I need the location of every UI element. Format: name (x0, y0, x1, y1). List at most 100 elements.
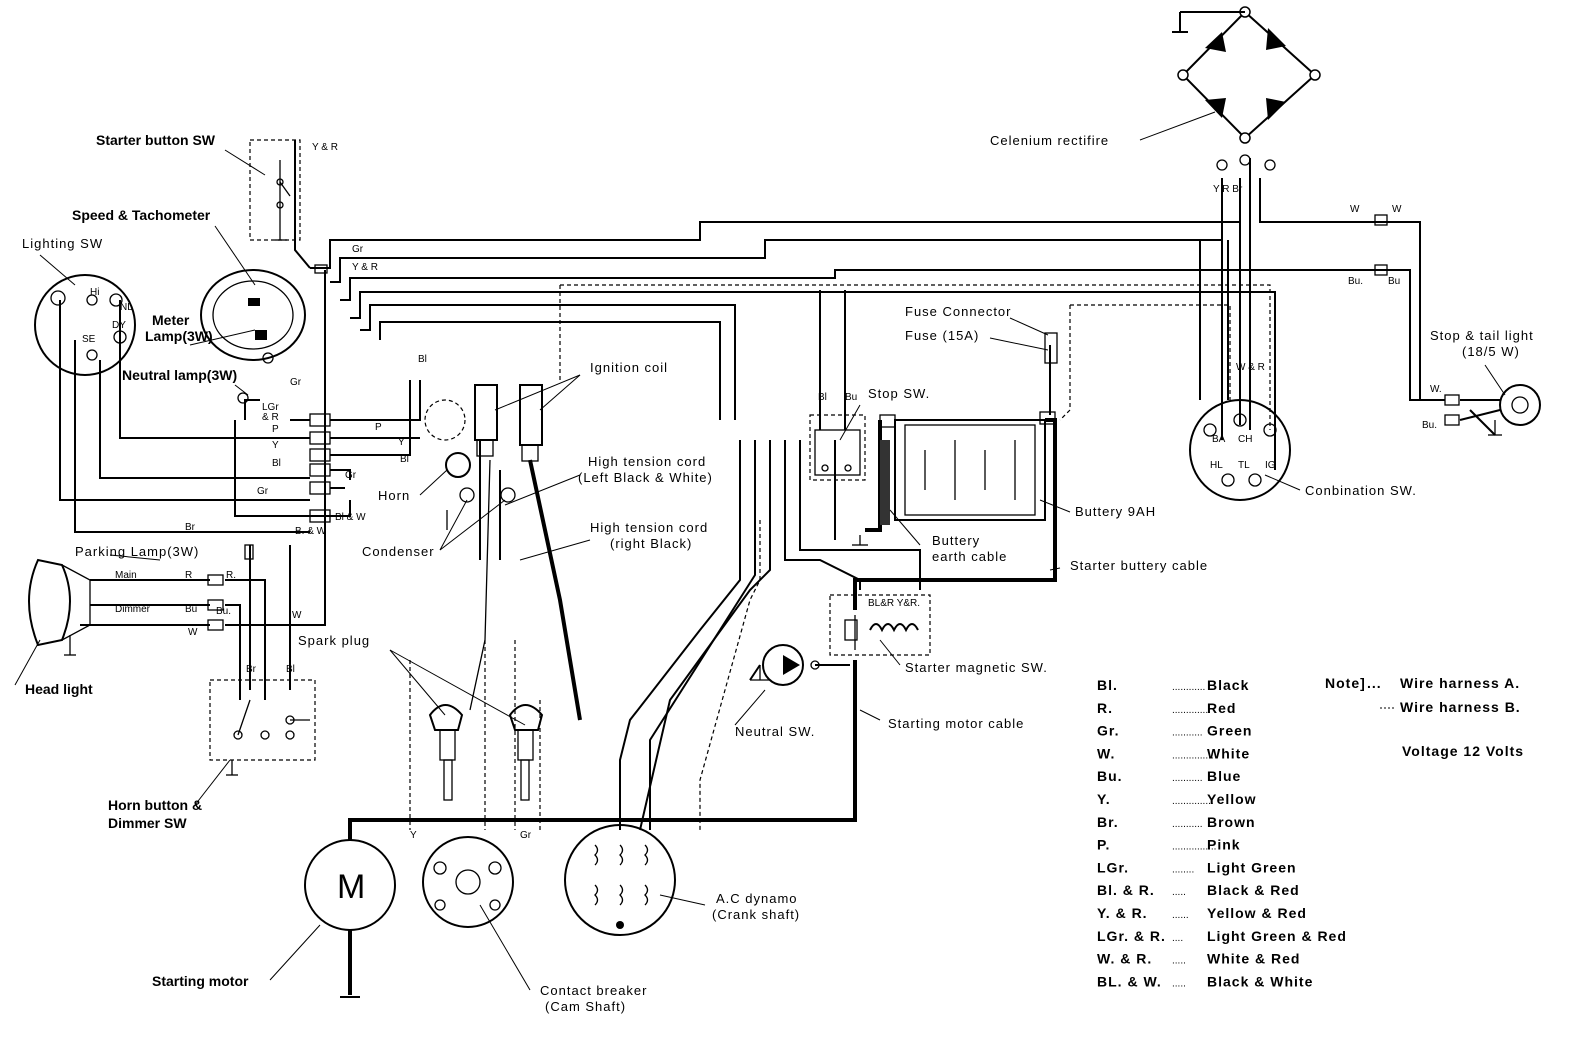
wire-ig: IG (1265, 460, 1276, 471)
wire-hi: Hi (90, 287, 99, 298)
neutral-switch-symbol (750, 644, 820, 686)
label-horn: Horn (378, 488, 410, 503)
wire-y: Y (272, 440, 279, 451)
wire-gr-mid: Gr (345, 470, 357, 481)
wire-bu-tail: Bu. (1422, 420, 1437, 431)
legend-code: Br. (1097, 814, 1119, 830)
legend-dots: ........... (1172, 728, 1203, 739)
label-selenium: Celenium rectifire (990, 133, 1109, 148)
wire-blw: Bl & W (335, 512, 366, 523)
label-meter-lamp-2: Lamp(3W) (145, 328, 213, 344)
tail-light-symbol (1374, 214, 1541, 436)
legend-code: Bu. (1097, 768, 1123, 784)
legend-color-name: White (1207, 745, 1250, 761)
wire-br-low: Br (246, 664, 257, 675)
legend-dots: ........ (1172, 864, 1194, 875)
contact-breaker-symbol (422, 836, 514, 928)
label-speed-tacho: Speed & Tachometer (72, 207, 211, 223)
label-starter-button: Starter button SW (96, 132, 216, 148)
lighting-switch-symbol (34, 274, 136, 376)
callout-pointers (14, 111, 1506, 991)
wire-se: SE (82, 334, 96, 345)
label-horn-dimmer: Horn button & Dimmer SW (108, 797, 206, 831)
label-contact-breaker: Contact breaker (Cam Shaft) (540, 983, 652, 1014)
note-label: Note] (1325, 675, 1366, 691)
wire-bu-dot: Bu. (216, 606, 231, 617)
legend-code: BL. & W. (1097, 973, 1162, 989)
wire-w-r: W & R (1236, 362, 1265, 373)
wire-gr-meter: Gr (290, 377, 302, 388)
wire-p: P (272, 424, 279, 435)
legend-dots: ............... (1172, 796, 1214, 807)
wire-w-left: W (188, 627, 198, 638)
wire-ch: CH (1238, 434, 1252, 445)
notes: Note] ... Wire harness A. Wire harness B… (1325, 675, 1523, 759)
label-starter-magnetic: Starter magnetic SW. (905, 660, 1048, 675)
legend-dots: .... (1172, 933, 1183, 944)
wire-bu-stop: Bu (845, 392, 857, 403)
label-contact-breaker-2: (Cam Shaft) (545, 999, 626, 1014)
wire-b-w: B. & W (295, 526, 327, 537)
legend-code: W. & R. (1097, 951, 1152, 967)
ignition-coil-symbol (474, 384, 543, 462)
wire-bl2: Bl (272, 458, 281, 469)
label-starting-motor: Starting motor (152, 973, 249, 989)
label-high-tension-rb: High tension cord (right Black) (590, 520, 713, 551)
legend-code: Bl. & R. (1097, 882, 1155, 898)
stop-switch-symbol (814, 429, 868, 546)
left-connectors (207, 264, 331, 631)
wire-main: Main (115, 570, 137, 581)
wire-ba: BA (1212, 434, 1226, 445)
label-stop-tail-2: (18/5 W) (1462, 344, 1520, 359)
label-fuse-connector: Fuse Connector (905, 304, 1012, 319)
wire-w-top2: W (1392, 204, 1402, 215)
wire-y-r-br: Y R Br (1213, 184, 1243, 195)
label-lighting-sw: Lighting SW (22, 236, 103, 251)
label-high-tension-lw-2: (Left Black & White) (578, 470, 713, 485)
legend-color-name: Brown (1207, 814, 1256, 830)
wire-gr: Gr (352, 244, 364, 255)
label-meter-lamp-1: Meter (152, 312, 190, 328)
legend-color-name: White & Red (1207, 951, 1300, 967)
legend-color-name: Black (1207, 677, 1249, 693)
speed-tachometer-symbol (200, 269, 306, 404)
label-horn-dimmer-1: Horn button & (108, 797, 202, 813)
label-ignition-coil: Ignition coil (590, 360, 668, 375)
legend-color-name: Yellow (1207, 791, 1257, 807)
wire-yr-top: Y & R (312, 142, 338, 153)
label-spark-plug: Spark plug (298, 633, 370, 648)
horn-dimmer-switch-symbol (226, 544, 310, 776)
wire-gr-bottom: Gr (520, 830, 532, 841)
wire-w-top1: W (1350, 204, 1360, 215)
label-contact-breaker-1: Contact breaker (540, 983, 648, 998)
label-battery: Buttery 9AH (1075, 504, 1156, 519)
label-parking-lamp: Parking Lamp(3W) (75, 544, 199, 559)
legend-code: P. (1097, 837, 1110, 853)
fuse-symbol (1044, 332, 1058, 364)
legend-code: Bl. (1097, 677, 1118, 693)
headlight-symbol (28, 558, 91, 656)
legend-dots: ............... (1172, 750, 1214, 761)
legend-color-name: Green (1207, 723, 1252, 739)
legend-code: Y. & R. (1097, 905, 1148, 921)
wire-hl: HL (1210, 460, 1223, 471)
legend-dots: ........... (1172, 819, 1203, 830)
wire-y-bottom: Y (410, 830, 417, 841)
wire-bl: Bl (418, 354, 427, 365)
label-horn-dimmer-2: Dimmer SW (108, 815, 187, 831)
label-head-light: Head light (25, 681, 93, 697)
wire-tl: TL (1238, 460, 1250, 471)
legend-code: LGr. & R. (1097, 928, 1166, 944)
wire-r: R (185, 570, 192, 581)
label-battery-earth: Buttery earth cable (932, 533, 1007, 564)
label-neutral-sw: Neutral SW. (735, 724, 815, 739)
wire-bu: Bu (185, 604, 197, 615)
wire-nl: NL (120, 302, 133, 313)
legend-code: LGr. (1097, 859, 1129, 875)
note-dots-a: ... (1367, 675, 1382, 691)
wire-w-tail: W. (1430, 384, 1442, 395)
note-harness-a: Wire harness A. (1400, 675, 1520, 691)
wire-harness (59, 140, 1501, 840)
component-labels: Starter button SW Speed & Tachometer Lig… (22, 132, 1533, 1014)
